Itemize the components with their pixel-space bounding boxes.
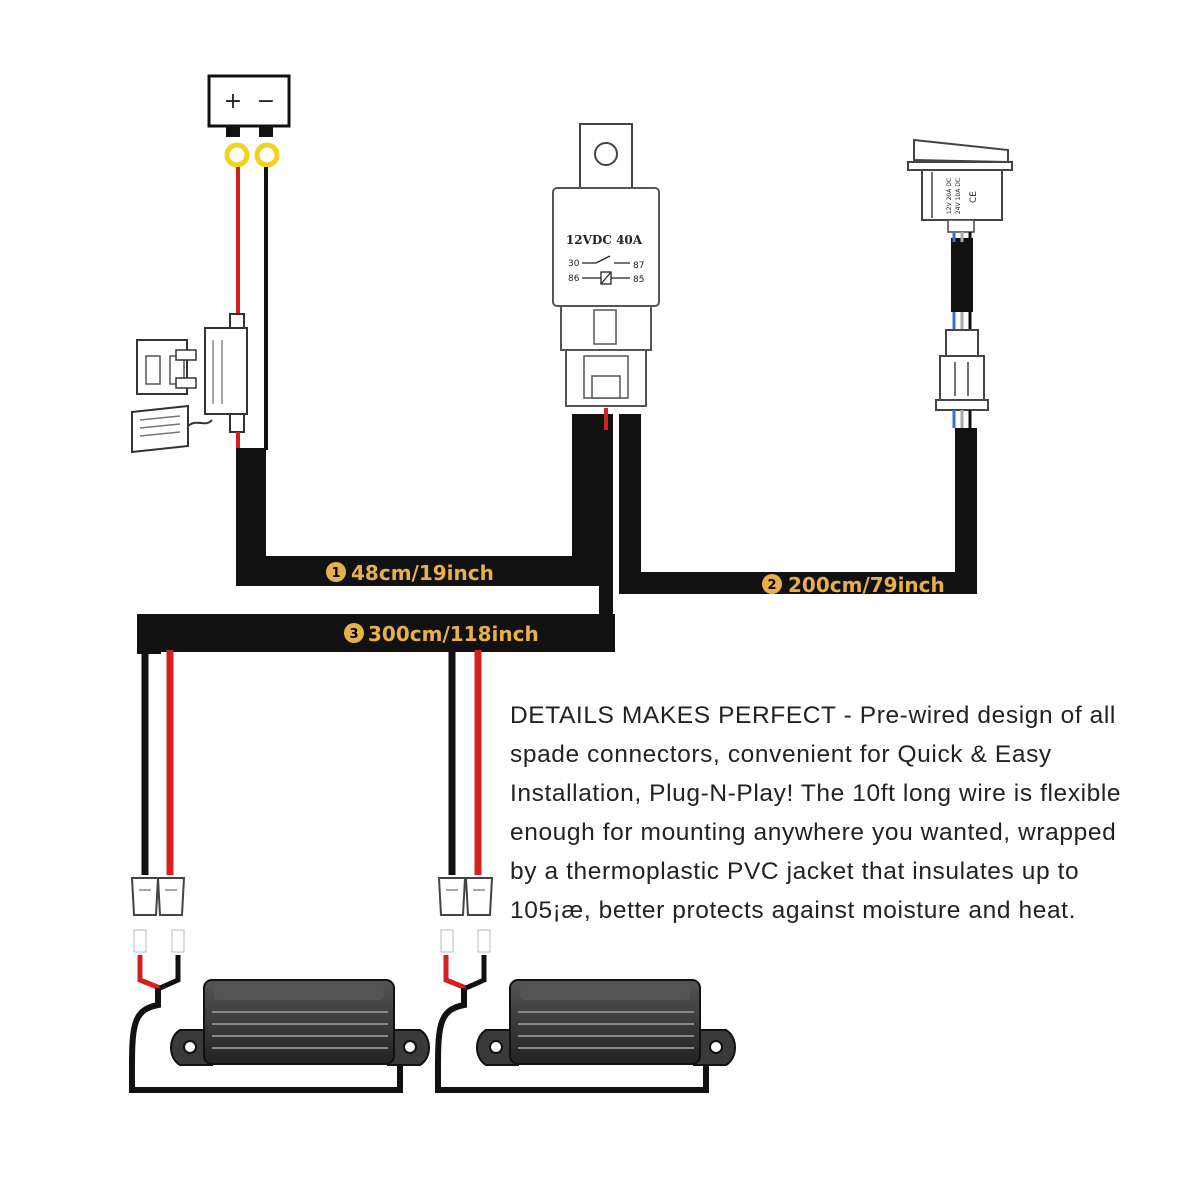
fuse-cap xyxy=(131,404,189,454)
wire-2-number-badge xyxy=(762,574,782,594)
ring-terminal-positive xyxy=(224,142,250,168)
rocker-switch-body xyxy=(921,169,1003,221)
spade-connector xyxy=(130,877,160,916)
description-line-2: spade connectors, convenient for Quick &… xyxy=(510,741,1052,768)
wire-1-label: 1 48cm/19inch xyxy=(326,561,494,585)
battery: + − xyxy=(207,74,291,168)
light-lead-right xyxy=(434,650,709,1093)
light-pod-right xyxy=(476,979,736,1066)
wire-2-sheath xyxy=(619,414,977,594)
battery-terminal-negative xyxy=(259,127,273,137)
wire-1-number-badge xyxy=(326,562,346,582)
description-line-4: enough for mounting anywhere you wanted,… xyxy=(510,819,1117,846)
relay-pin-30: 30 xyxy=(568,259,580,269)
light-pod-left xyxy=(170,979,430,1066)
battery-terminal-positive xyxy=(226,127,240,137)
rocker-switch-button xyxy=(913,138,1009,164)
relay-pin-85: 85 xyxy=(633,275,644,285)
relay-rating: 12VDC 40A xyxy=(566,233,643,247)
relay-pin-86: 86 xyxy=(568,274,580,284)
relay-pin-87: 87 xyxy=(633,261,644,271)
relay-body xyxy=(552,187,660,307)
relay-coil-symbol xyxy=(600,271,612,285)
switch-spec-line-1: 12V 20A DC xyxy=(946,178,953,214)
product-description: DETAILS MAKES PERFECT - Pre-wired design… xyxy=(510,696,1190,930)
wire-2-label: 2 200cm/79inch xyxy=(762,573,945,597)
switch-spec-line-2: 24V 10A DC xyxy=(955,178,962,214)
wire-3-length: 300cm/118inch xyxy=(368,622,539,646)
wire-3-sheath xyxy=(137,614,615,652)
description-line-6: 105¡æ, better protects against moisture … xyxy=(510,897,1076,924)
battery-minus-label: − xyxy=(257,89,275,114)
battery-body xyxy=(207,74,291,128)
wire-1-length: 48cm/19inch xyxy=(351,561,494,585)
relay: 12VDC 40A 30 87 86 85 xyxy=(552,123,660,407)
fuse-holder xyxy=(131,313,248,454)
fuse-holder-body xyxy=(204,327,248,415)
wire-1-sheath xyxy=(236,414,602,586)
description-line-1: DETAILS MAKES PERFECT - Pre-wired design… xyxy=(510,702,1116,729)
light-lead-left xyxy=(128,650,403,1093)
spade-connector xyxy=(156,877,186,916)
spade-connector xyxy=(437,877,467,916)
ring-terminal-negative xyxy=(254,142,280,168)
wire-3-number: 3 xyxy=(349,627,358,642)
wire-2-length: 200cm/79inch xyxy=(788,573,945,597)
switch-ce-mark: CE xyxy=(969,191,979,203)
wire-3-number-badge xyxy=(344,623,364,643)
spade-connector xyxy=(464,877,494,916)
wire-3-label: 3 300cm/118inch xyxy=(344,622,539,646)
relay-switch-symbol xyxy=(582,255,630,264)
battery-plus-label: + xyxy=(224,89,242,114)
light-pod-body xyxy=(509,979,701,1065)
wire-2-number: 2 xyxy=(767,578,776,593)
description-line-3: Installation, Plug-N-Play! The 10ft long… xyxy=(510,780,1122,807)
switch-connector xyxy=(945,329,979,357)
wire-1-number: 1 xyxy=(331,566,340,581)
description-line-5: by a thermoplastic PVC jacket that insul… xyxy=(510,858,1080,885)
light-pod-body xyxy=(203,979,395,1065)
rocker-switch: CE 12V 20A DC 24V 10A DC xyxy=(907,138,1013,428)
